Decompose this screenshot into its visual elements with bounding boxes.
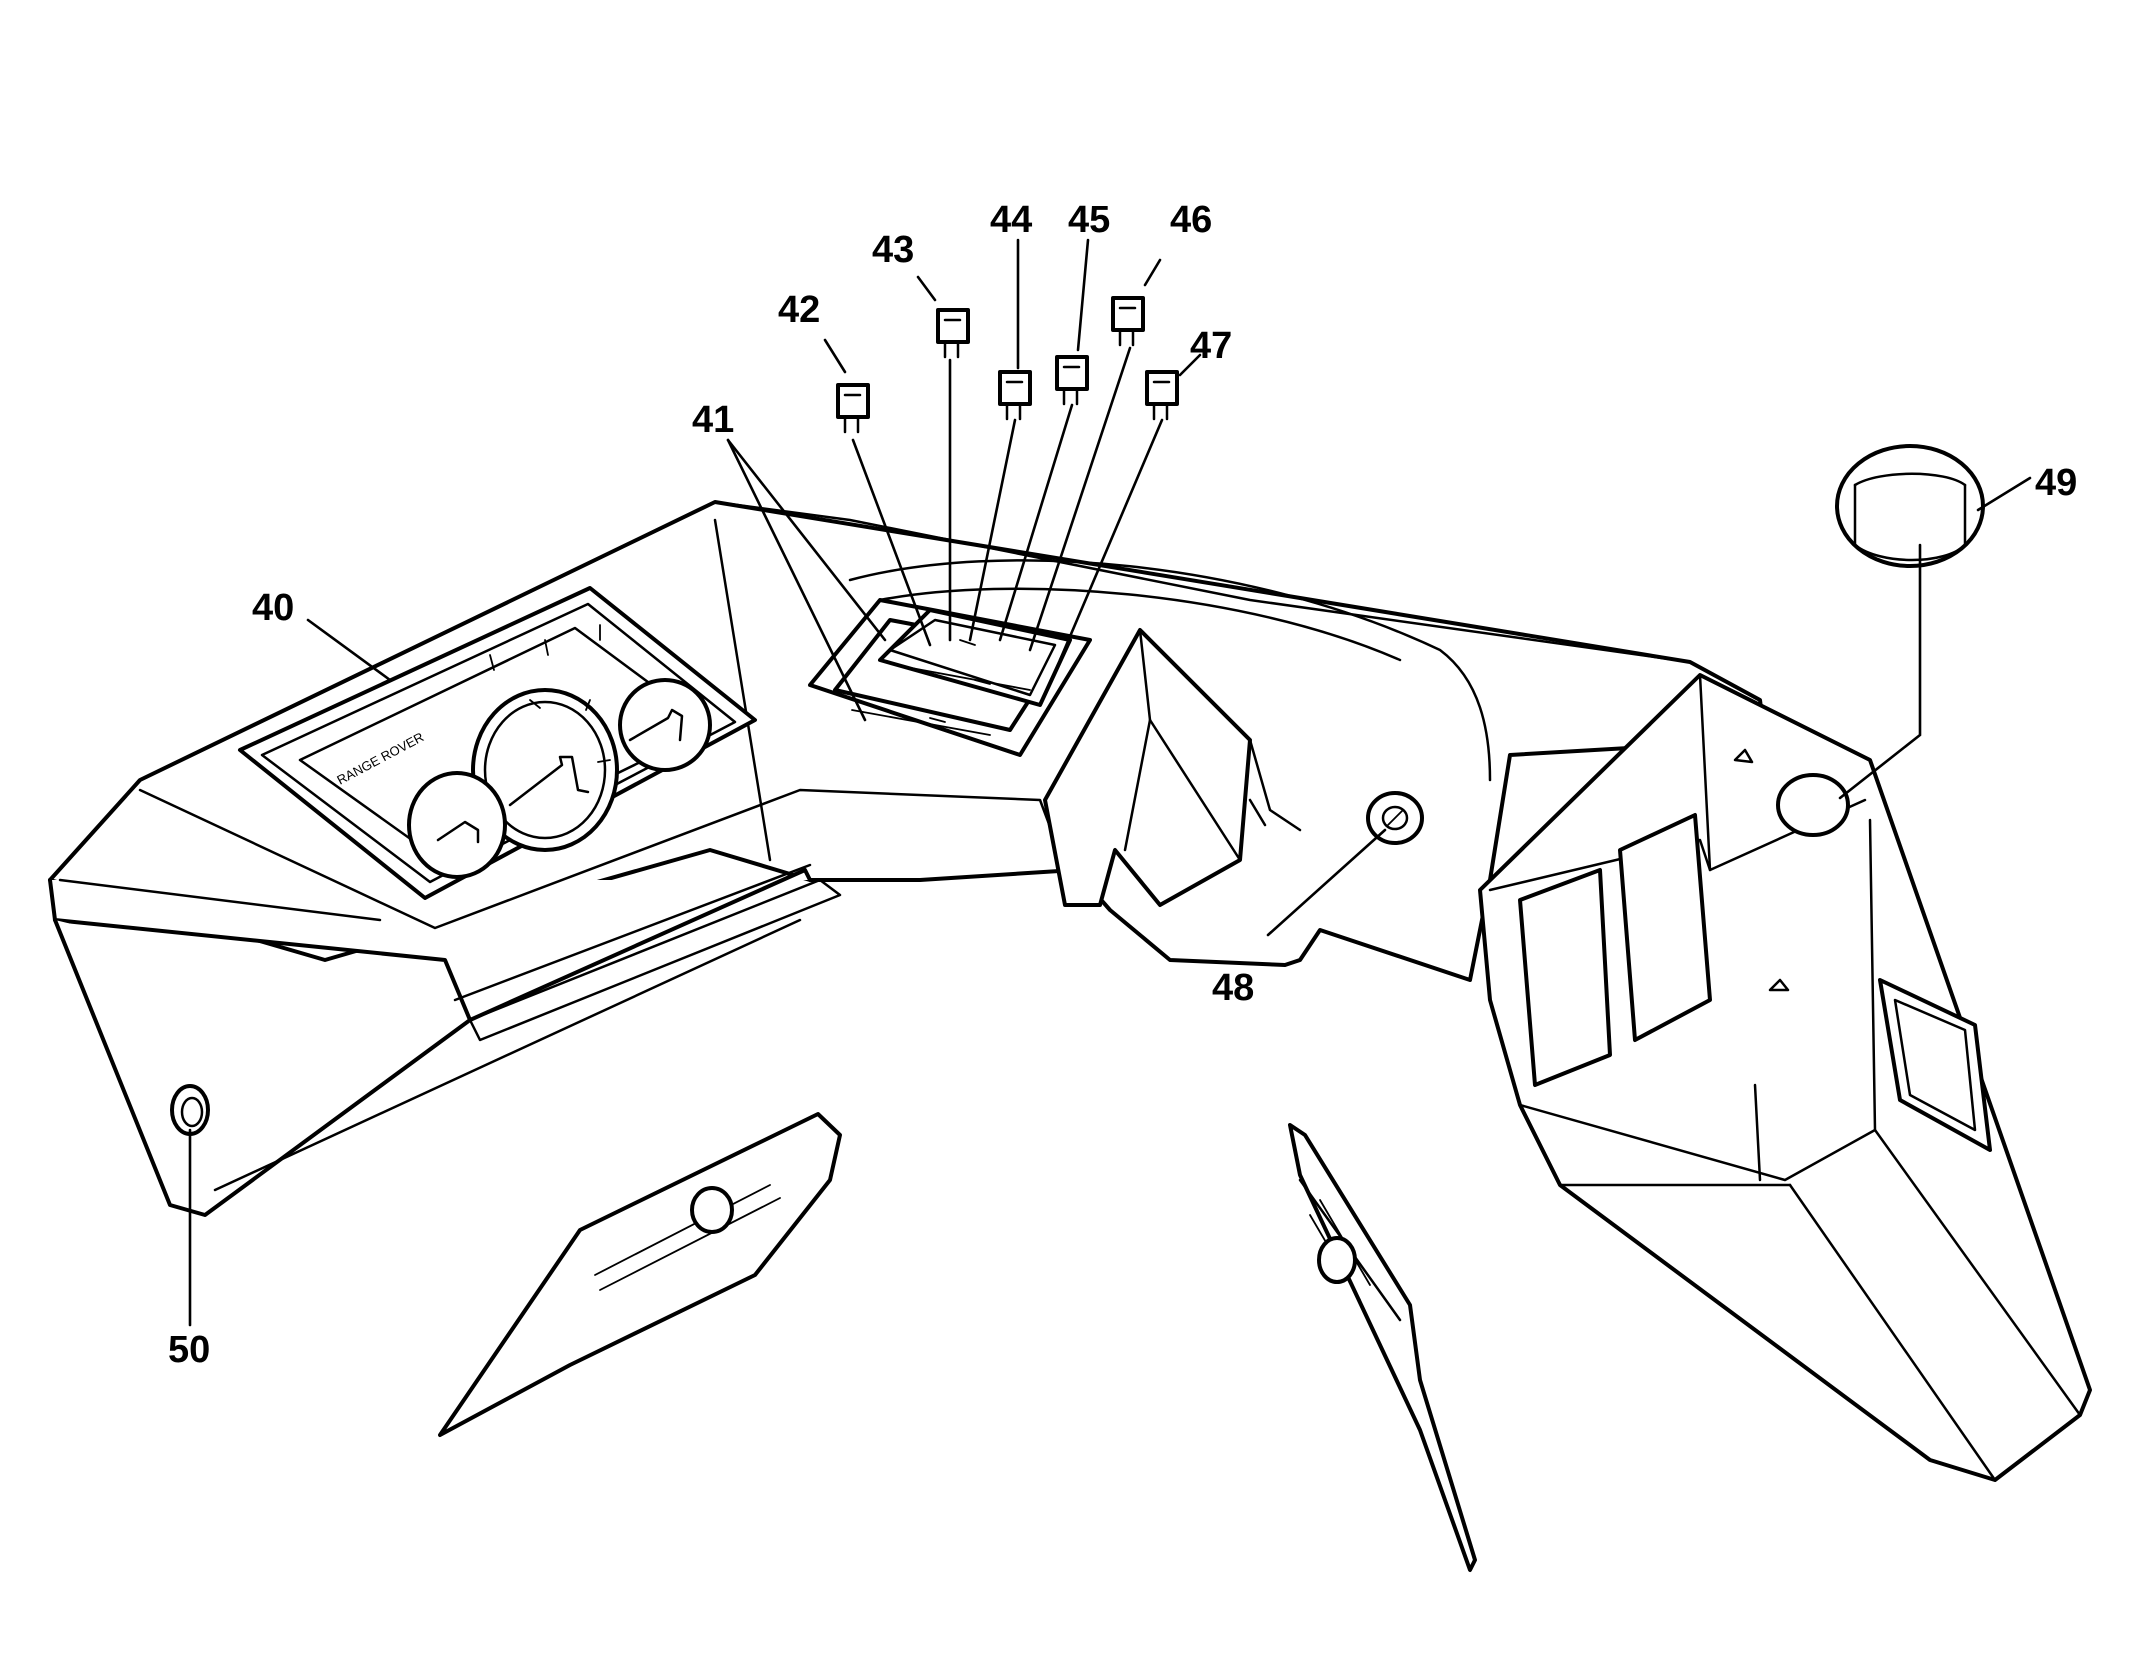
relay-42 [836,383,870,434]
callout-42: 42 [778,289,820,331]
relay-47 [1145,370,1179,421]
instrument-cluster: RANGE ROVER [238,586,757,900]
right-console [1478,673,2092,1482]
callout-46: 46 [1170,199,1212,241]
callout-40: 40 [252,587,294,629]
lower-trim-panel [438,1112,842,1437]
callout-labels: 40 41 42 43 44 45 46 47 48 49 50 [168,199,2077,1371]
relay-43 [936,308,970,359]
grommet [170,1084,210,1136]
callout-43: 43 [872,229,914,271]
callout-47: 47 [1190,325,1232,367]
relay-46 [1111,296,1145,347]
leader-lines [188,238,2032,1327]
switch-panel [808,598,1092,757]
relay-45 [1055,355,1089,406]
rotary-switch [1366,791,1424,845]
callout-49: 49 [2035,462,2077,504]
center-console-block [1043,628,1302,907]
callout-48: 48 [1212,967,1254,1009]
callout-50: 50 [168,1329,210,1371]
callout-44: 44 [990,199,1032,241]
callout-41: 41 [692,399,734,441]
cup-holder [1835,444,1985,568]
left-end-bracket [1288,1123,1477,1572]
relay-44 [998,370,1032,421]
gauge-tick-marks [489,624,611,763]
callout-45: 45 [1068,199,1110,241]
